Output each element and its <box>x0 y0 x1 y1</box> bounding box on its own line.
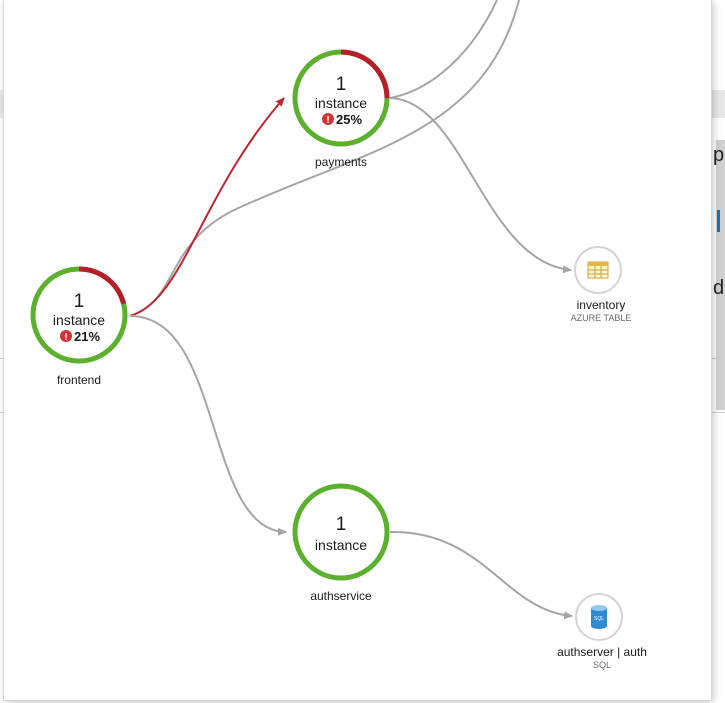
error-rate: 25% <box>336 112 362 127</box>
node-payments[interactable]: 1 instance ! 25% payments <box>292 49 390 169</box>
edge-payments-to-inventory[interactable] <box>389 97 572 274</box>
error-icon <box>322 113 334 125</box>
edge-frontend-to-payments[interactable] <box>129 97 285 317</box>
svg-text:SQL: SQL <box>594 616 604 622</box>
node-frontend[interactable]: 1 instance ! 21% frontend <box>30 266 128 387</box>
error-icon-glyph: ! <box>326 115 329 126</box>
dependency-name: inventory <box>577 298 626 312</box>
error-icon-glyph: ! <box>64 332 67 343</box>
instance-unit: instance <box>315 537 367 553</box>
edge-frontend-to-authservice[interactable] <box>129 315 287 536</box>
background-accent-mark <box>717 210 720 232</box>
application-map-panel: 1 instance ! 21% frontend 1 instance ! 2… <box>4 0 711 700</box>
error-rate: 21% <box>74 329 100 344</box>
instance-unit: instance <box>53 312 105 328</box>
sql-database-icon: SQL <box>591 605 607 629</box>
node-label: payments <box>315 155 367 169</box>
error-icon <box>60 330 72 342</box>
health-ring <box>292 483 390 581</box>
instance-count: 1 <box>336 74 347 95</box>
failure-arc <box>30 266 128 364</box>
dependency-name: authserver | auth <box>557 645 647 659</box>
background-text-fragment: d <box>713 277 725 299</box>
instance-count: 1 <box>74 291 85 312</box>
instance-unit: instance <box>315 95 367 111</box>
instance-count: 1 <box>336 514 347 535</box>
azure-table-icon <box>587 261 609 279</box>
failure-arc <box>292 49 390 147</box>
dependency-authserver[interactable]: SQL authserver | auth SQL <box>557 593 647 670</box>
edge-authservice-to-authserver[interactable] <box>389 530 573 620</box>
node-authservice[interactable]: 1 instance authservice <box>292 483 390 603</box>
background-text-fragment: p <box>713 144 725 166</box>
edge-payments-to-offscreen[interactable] <box>389 0 498 99</box>
background-scrollbar[interactable] <box>716 140 725 410</box>
dependency-type: SQL <box>593 660 611 670</box>
dependency-type: AZURE TABLE <box>571 313 632 323</box>
edge-frontend-to-offscreen[interactable] <box>129 0 520 317</box>
dependency-inventory[interactable]: inventory AZURE TABLE <box>571 246 632 323</box>
node-label: authservice <box>310 589 372 603</box>
node-label: frontend <box>57 373 101 387</box>
